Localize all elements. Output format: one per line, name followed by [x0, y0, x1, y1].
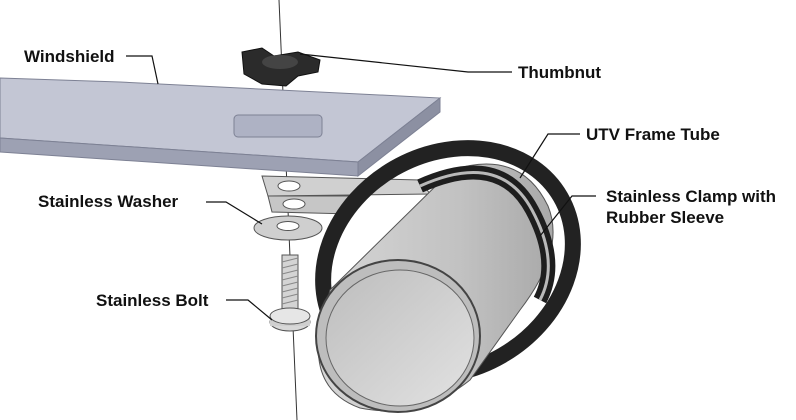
frame-tube-label: UTV Frame Tube: [586, 125, 720, 144]
bolt-label: Stainless Bolt: [96, 291, 209, 310]
frame-tube-part: [315, 140, 581, 413]
washer-leader: [206, 201, 263, 225]
thumbnut-label: Thumbnut: [518, 63, 602, 82]
clamp-label-line2: Rubber Sleeve: [606, 208, 725, 227]
bolt-leader: [226, 299, 273, 321]
windshield-slot: [233, 114, 323, 138]
frame-tube-leader: [519, 133, 580, 179]
clamp-label-line1: Stainless Clamp with: [606, 187, 777, 206]
thumbnut-leader: [299, 53, 512, 73]
bolt-part: [269, 254, 311, 332]
washer-part: [253, 215, 323, 241]
washer-label: Stainless Washer: [38, 192, 179, 211]
leader-lines: [126, 53, 596, 321]
clamp-leader: [539, 195, 596, 237]
windshield-leader: [126, 55, 159, 85]
windshield-label: Windshield: [24, 47, 115, 66]
thumbnut-part: [241, 47, 321, 87]
windshield-panel: [0, 77, 442, 178]
